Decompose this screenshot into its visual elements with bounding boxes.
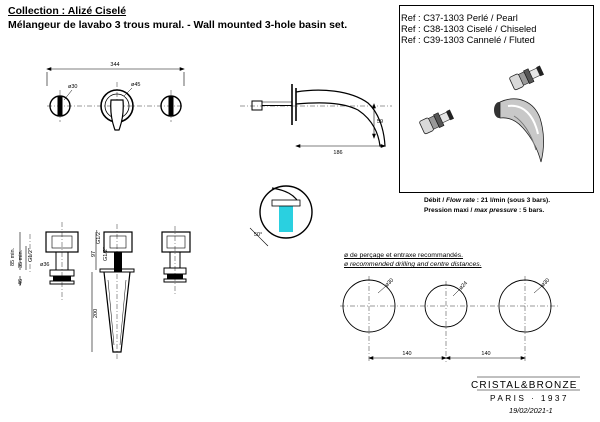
dim-side-g12-mid: G1/2" — [96, 230, 102, 244]
drill-hole-dia-right: ø30 — [540, 277, 551, 288]
reference-line-cannele: Ref : C39-1303 Cannelé / Fluted — [401, 35, 535, 45]
drill-hole-dia-left: ø30 — [384, 277, 395, 288]
right-handle-render-icon — [509, 65, 545, 91]
aerator-outline — [271, 199, 301, 207]
brand-logo: CRISTAL&BRONZE — [471, 380, 578, 391]
dim-side-dia36: ø36 — [40, 262, 49, 268]
pressure-value: : 5 bars. — [518, 207, 545, 214]
brand-location: PARIS · 1937 — [490, 393, 569, 403]
spout-section — [91, 224, 135, 360]
spout-render-icon — [494, 98, 544, 163]
pressure-spec: Pression maxi / max pressure : 5 bars. — [424, 206, 544, 215]
drilling-note-fr: ø de perçage et entraxe recommandés. — [344, 252, 464, 259]
drill-hole-dia-mid: ø24 — [458, 280, 469, 291]
dim-front-width: 344 — [110, 62, 119, 68]
document-date: 19/02/2021-1 — [509, 406, 553, 415]
flow-rate-value: : 21 l/min (sous 3 bars). — [476, 197, 551, 204]
dim-side-g12-left: G1/2" — [28, 248, 34, 262]
dim-side-46: 46 — [18, 279, 24, 285]
reference-line-perle: Ref : C37-1303 Perlé / Pearl — [401, 13, 518, 23]
dim-spout-projection: 186 — [333, 150, 342, 156]
product-render-illustration — [419, 65, 545, 163]
drilling-template — [340, 276, 560, 362]
side-view — [240, 84, 392, 148]
dim-side-35: 35 min. — [18, 249, 24, 268]
dim-spout-height: 59 — [377, 119, 383, 125]
flow-rate-label-en: Flow rate — [446, 197, 475, 204]
left-handle-section — [19, 222, 79, 300]
pressure-label: Pression maxi / — [424, 207, 473, 214]
dim-side-85: 85 min. — [10, 247, 16, 266]
left-handle-render-icon — [419, 109, 455, 135]
dim-front-left-dia: ø30 — [68, 84, 77, 90]
dim-side-200: 200 — [93, 309, 99, 318]
product-title: Mélangeur de lavabo 3 trous mural. - Wal… — [8, 19, 348, 31]
collection-title: Collection : Alizé Ciselé — [8, 5, 127, 17]
pressure-label-en: max pressure — [474, 207, 518, 214]
drilling-note-en: ø recommended drilling and centre distan… — [344, 261, 482, 268]
flow-rate-label: Débit / — [424, 197, 445, 204]
right-handle-section — [161, 226, 191, 296]
dim-flow-angle: 50° — [254, 232, 262, 238]
dim-front-mid-dia: ø45 — [131, 82, 140, 88]
dim-side-97: 97 — [91, 251, 97, 257]
front-view — [46, 67, 185, 131]
reference-line-cisele: Ref : C38-1303 Ciselé / Chiseled — [401, 24, 537, 34]
drill-centre-distance-right: 140 — [481, 351, 490, 357]
flow-rate-spec: Débit / Flow rate : 21 l/min (sous 3 bar… — [424, 196, 550, 205]
dim-side-g12-mid2: G1/2" — [103, 247, 109, 261]
water-flow-indicator — [279, 206, 293, 232]
drill-centre-distance-left: 140 — [402, 351, 411, 357]
reference-panel: Ref : C37-1303 Perlé / Pearl Ref : C38-1… — [399, 5, 594, 193]
